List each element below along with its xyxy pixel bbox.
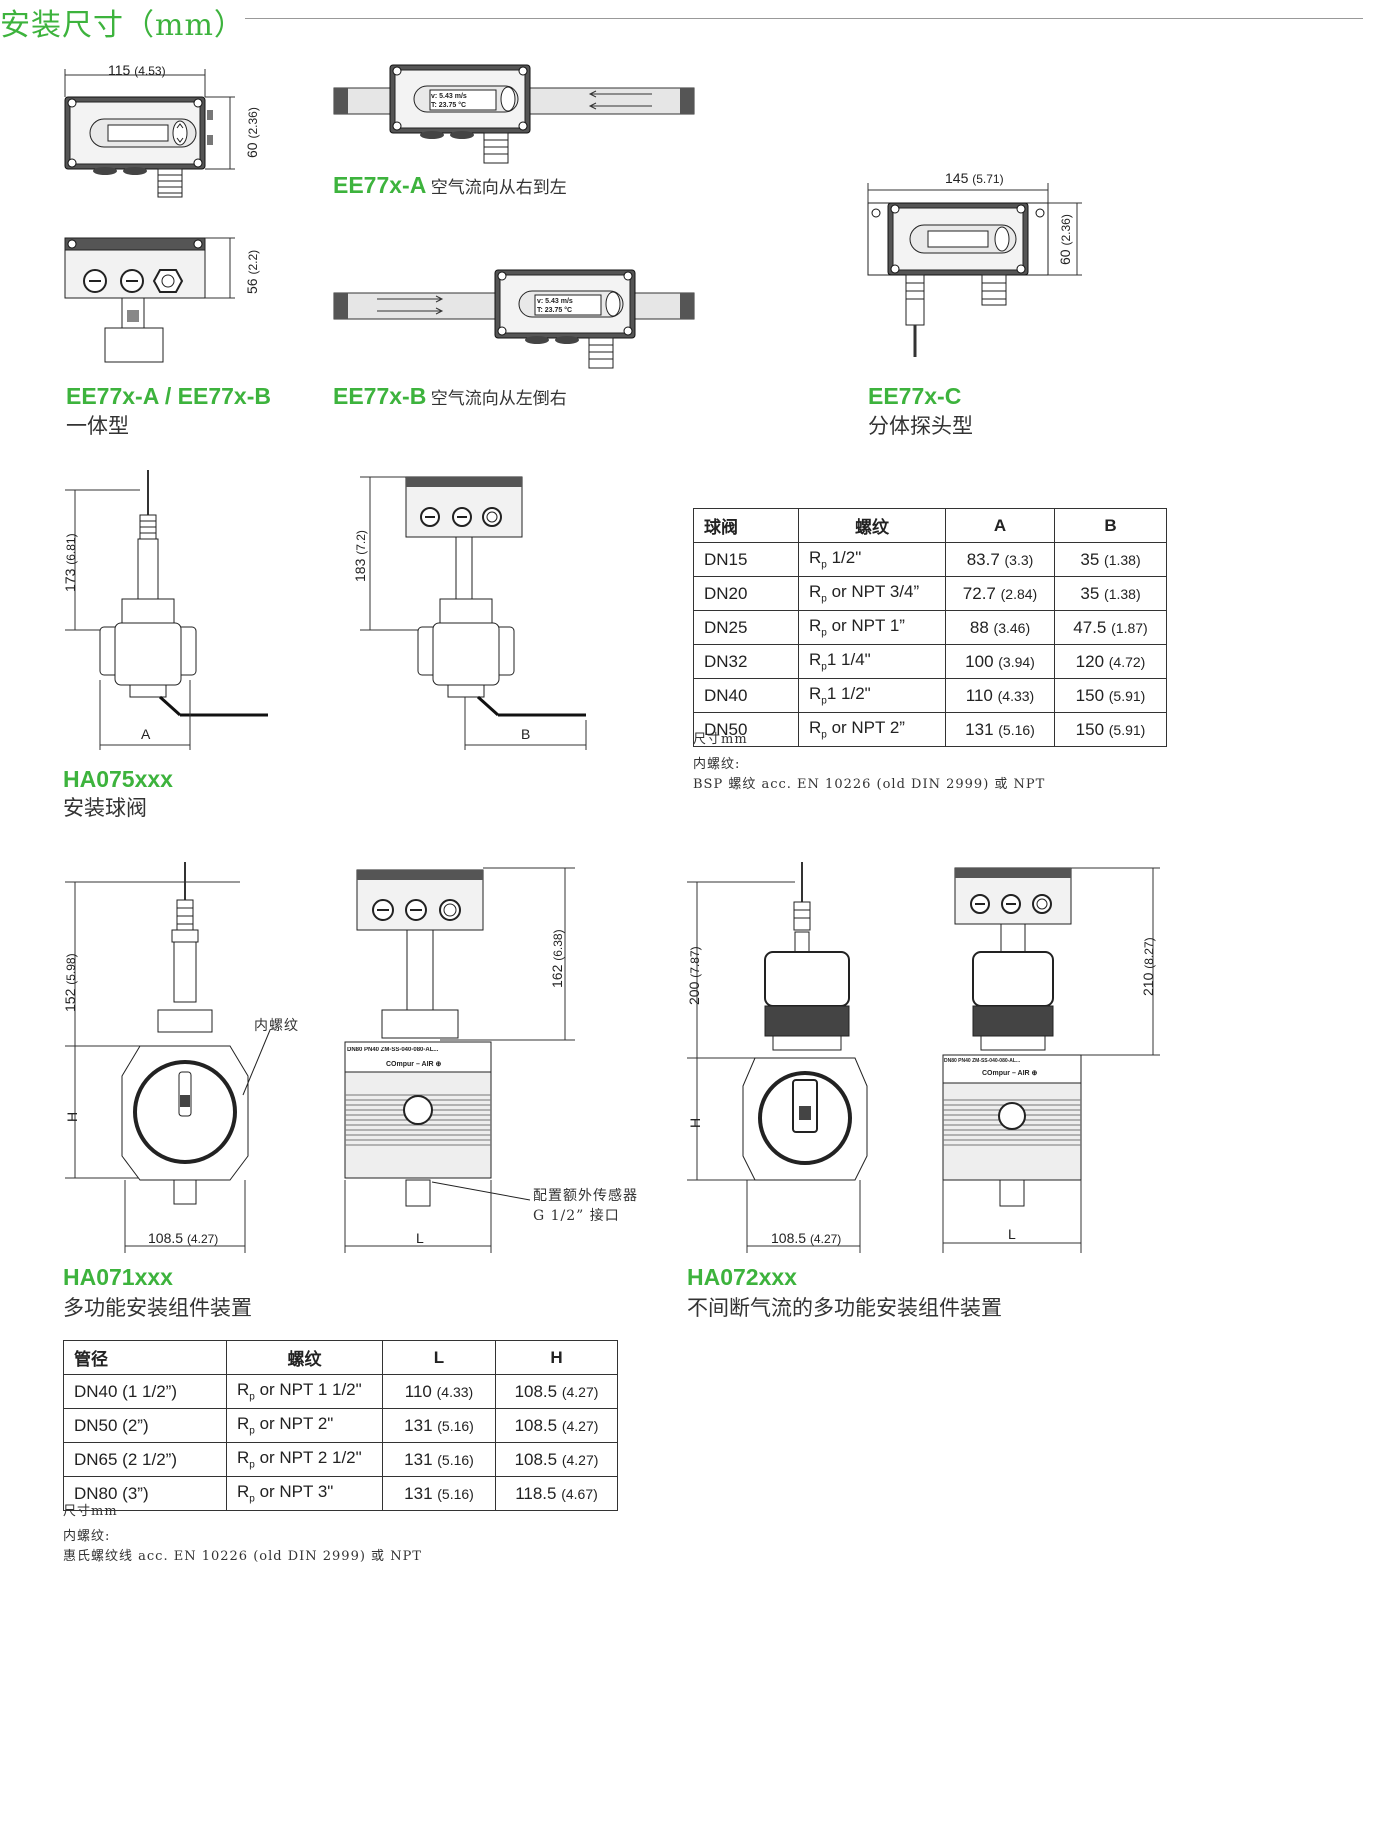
ha071-callout-sensor1: 配置额外传感器 xyxy=(533,1188,638,1204)
ha071-subtitle: 多功能安装组件装置 xyxy=(63,1296,252,1320)
flow-a-caption: EE77x-A 空气流向从右到左 xyxy=(333,172,567,198)
integrated-width-dim: 115 (4.53) xyxy=(108,62,166,78)
ha071-drawing xyxy=(65,862,575,1253)
ha071-dim-152: 152 (5.98) xyxy=(62,953,78,1012)
ha072-plate-text: DN80 PN40 ZM-SS-040-080-AL... xyxy=(944,1058,1021,1064)
ha075-label-b: B xyxy=(521,726,531,742)
ha075-th-b: B xyxy=(1054,508,1167,543)
integrated-height-dim: 60 (2.36) xyxy=(244,107,260,158)
integrated-height2-dim: 56 (2.2) xyxy=(244,249,260,294)
ha071-callout-thread: 内螺纹 xyxy=(254,1018,299,1034)
ha075-dim-183: 183 (7.2) xyxy=(352,530,368,582)
ha072-dim-210: 210 (8.27) xyxy=(1140,937,1156,996)
ha075-th-a: A xyxy=(945,508,1055,543)
integrated-drawing xyxy=(64,69,235,363)
integrated-subtitle: 一体型 xyxy=(66,414,129,438)
ha072-label-l: L xyxy=(1008,1226,1016,1242)
ha075-model: HA075xxx xyxy=(63,766,173,792)
ha071-label-h: H xyxy=(64,1111,80,1122)
ha072-label-h: H xyxy=(687,1117,703,1128)
bottom-th-h: H xyxy=(495,1340,618,1375)
ha071-width-dim: 108.5 (4.27) xyxy=(148,1230,219,1246)
remote-height-dim: 60 (2.36) xyxy=(1057,214,1073,265)
table-row: DN50 (2”)Rp or NPT 2"131 (5.16)108.5 (4.… xyxy=(63,1408,618,1443)
remote-width-dim: 145 (5.71) xyxy=(945,170,1004,186)
ha075-note-unit: 尺寸mm xyxy=(693,732,748,747)
bottom-note-thread: 惠氏螺纹线 acc. EN 10226 (old DIN 2999) 或 NPT xyxy=(63,1549,422,1564)
ha072-dim-200: 200 (7.87) xyxy=(686,946,702,1005)
page-title: 安装尺寸（mm） xyxy=(0,8,245,43)
flow-b-caption: EE77x-B 空气流向从左倒右 xyxy=(333,383,567,409)
bottom-th-thread: 螺纹 xyxy=(226,1340,383,1375)
flow-b-drawing xyxy=(333,269,695,369)
bottom-table: 管径 螺纹 L H DN40 (1 1/2”)Rp or NPT 1 1/2"1… xyxy=(63,1340,618,1511)
ha071-model: HA071xxx xyxy=(63,1264,173,1290)
ha071-plate-text: DN80 PN40 ZM-SS-040-080-AL... xyxy=(347,1047,439,1053)
table-row: DN40 (1 1/2”)Rp or NPT 1 1/2"110 (4.33)1… xyxy=(63,1374,618,1409)
ha071-callout-sensor2: G 1/2” 接口 xyxy=(533,1208,620,1224)
integrated-model: EE77x-A / EE77x-B xyxy=(66,383,271,409)
ha071-label-l: L xyxy=(416,1230,424,1246)
ha071-dim-162: 162 (6.38) xyxy=(549,929,565,988)
bottom-th-l: L xyxy=(382,1340,496,1375)
table-row: DN65 (2 1/2”)Rp or NPT 2 1/2"131 (5.16)1… xyxy=(63,1442,618,1477)
title-rule xyxy=(245,18,1363,19)
ha075-th-valve: 球阀 xyxy=(693,508,799,543)
bottom-note-unit: 尺寸mm xyxy=(63,1504,118,1519)
remote-subtitle: 分体探头型 xyxy=(868,414,973,438)
ha072-drawing xyxy=(687,862,1160,1253)
ha075-label-a: A xyxy=(141,726,151,742)
bottom-th-pipe: 管径 xyxy=(63,1340,227,1375)
ha075-subtitle: 安装球阀 xyxy=(63,796,147,820)
ha075-note-thread: BSP 螺纹 acc. EN 10226 (old DIN 2999) 或 NP… xyxy=(693,777,1046,792)
ha075-th-thread: 螺纹 xyxy=(798,508,946,543)
ha075-dim-173: 173 (6.81) xyxy=(62,533,78,592)
remote-model: EE77x-C xyxy=(868,383,962,409)
ha075-drawing xyxy=(65,470,587,750)
remote-drawing xyxy=(867,183,1082,357)
ha071-plate-brand: COmpur – AIR ⊕ xyxy=(386,1061,442,1068)
table-row: DN80 (3”)Rp or NPT 3"131 (5.16)118.5 (4.… xyxy=(63,1476,618,1511)
bottom-note-thread-label: 内螺纹: xyxy=(63,1529,111,1544)
ha072-model: HA072xxx xyxy=(687,1264,797,1290)
ha072-width-dim: 108.5 (4.27) xyxy=(771,1230,842,1246)
ha075-note-thread-label: 内螺纹: xyxy=(693,757,741,772)
ha072-subtitle: 不间断气流的多功能安装组件装置 xyxy=(687,1296,1002,1320)
ha072-plate-brand: COmpur – AIR ⊕ xyxy=(982,1070,1038,1077)
flow-a-drawing xyxy=(333,64,695,164)
